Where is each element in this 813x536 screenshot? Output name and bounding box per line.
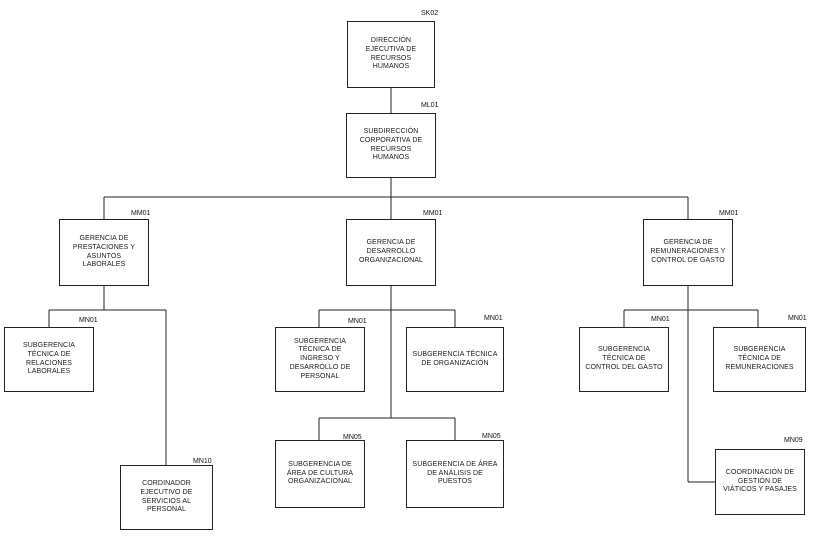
- code-subgerencia-relaciones: MN01: [79, 317, 98, 324]
- box-subgerencia-ingreso: SUBGERENCIA TÉCNICA DE INGRESO Y DESARRO…: [275, 327, 365, 392]
- code-gerencia-desarrollo: MM01: [423, 210, 443, 217]
- box-subgerencia-relaciones: SUBGERENCIA TÉCNICA DE RELACIONES LABORA…: [4, 327, 94, 392]
- box-direccion-ejecutiva: DIRECCIÓN EJECUTIVA DE RECURSOS HUMANOS: [347, 21, 435, 88]
- box-gerencia-prestaciones-title: GERENCIA DE PRESTACIONES Y ASUNTOS LABOR…: [72, 235, 136, 269]
- code-subgerencia-remuneraciones: MN01: [788, 315, 807, 322]
- box-coordinacion-viaticos: COORDINACIÓN DE GESTIÓN DE VIÁTICOS Y PA…: [715, 449, 805, 515]
- box-subgerencia-cultura-title: SUBGERENCIA DE ÁREA DE CULTURA ORGANIZAC…: [286, 460, 354, 486]
- box-coordinacion-viaticos-title: COORDINACIÓN DE GESTIÓN DE VIÁTICOS Y PA…: [723, 468, 797, 494]
- code-subgerencia-organizacion: MN01: [484, 315, 503, 322]
- box-subgerencia-remuneraciones: SUBGERENCIA TÉCNICA DE REMUNERACIONES: [713, 327, 806, 392]
- box-coordinador-ejecutivo-title: CORDINADOR EJECUTIVO DE SERVICIOS AL PER…: [140, 480, 193, 514]
- code-subgerencia-cultura: MN05: [343, 434, 362, 441]
- box-subgerencia-remuneraciones-title: SUBGERENCIA TÉCNICA DE REMUNERACIONES: [725, 346, 794, 371]
- code-subgerencia-control-gasto: MN01: [651, 316, 670, 323]
- code-subdireccion-corporativa: ML01: [421, 102, 439, 109]
- box-subgerencia-organizacion-title: SUBGERENCIA TÉCNICA DE ORGANIZACIÓN: [412, 350, 498, 367]
- box-gerencia-desarrollo-title: GERENCIA DE DESARROLLO ORGANIZACIONAL: [358, 239, 424, 264]
- box-gerencia-remuneraciones-title: GERENCIA DE REMUNERACIONES Y CONTROL DE …: [650, 239, 726, 264]
- box-direccion-ejecutiva-title: DIRECCIÓN EJECUTIVA DE RECURSOS HUMANOS: [365, 37, 417, 71]
- code-direccion-ejecutiva: SK02: [421, 10, 439, 17]
- code-coordinacion-viaticos: MN09: [784, 437, 803, 444]
- box-gerencia-desarrollo: GERENCIA DE DESARROLLO ORGANIZACIONAL: [346, 219, 436, 286]
- box-subgerencia-relaciones-title: SUBGERENCIA TÉCNICA DE RELACIONES LABORA…: [22, 342, 76, 376]
- box-subgerencia-control-gasto-title: SUBGERENCIA TÉCNICA DE CONTROL DEL GASTO: [585, 346, 663, 371]
- box-gerencia-remuneraciones: GERENCIA DE REMUNERACIONES Y CONTROL DE …: [643, 219, 733, 286]
- code-gerencia-remuneraciones: MM01: [719, 210, 739, 217]
- box-subdireccion-corporativa-title: SUBDIRECCIÓN CORPORATIVA DE RECURSOS HUM…: [359, 128, 423, 162]
- code-subgerencia-analisis-puestos: MN05: [482, 433, 501, 440]
- box-coordinador-ejecutivo: CORDINADOR EJECUTIVO DE SERVICIOS AL PER…: [120, 465, 213, 530]
- box-subgerencia-control-gasto: SUBGERENCIA TÉCNICA DE CONTROL DEL GASTO: [579, 327, 669, 392]
- box-subdireccion-corporativa: SUBDIRECCIÓN CORPORATIVA DE RECURSOS HUM…: [346, 113, 436, 178]
- code-subgerencia-ingreso: MN01: [348, 318, 367, 325]
- box-gerencia-prestaciones: GERENCIA DE PRESTACIONES Y ASUNTOS LABOR…: [59, 219, 149, 286]
- box-subgerencia-cultura: SUBGERENCIA DE ÁREA DE CULTURA ORGANIZAC…: [275, 440, 365, 508]
- box-subgerencia-analisis-puestos: SUBGERENCIA DE ÁREA DE ANÁLISIS DE PUEST…: [406, 440, 504, 508]
- box-subgerencia-ingreso-title: SUBGERENCIA TÉCNICA DE INGRESO Y DESARRO…: [289, 337, 351, 380]
- box-subgerencia-organizacion: SUBGERENCIA TÉCNICA DE ORGANIZACIÓN: [406, 327, 504, 392]
- box-subgerencia-analisis-puestos-title: SUBGERENCIA DE ÁREA DE ANÁLISIS DE PUEST…: [412, 460, 498, 486]
- code-gerencia-prestaciones: MM01: [131, 210, 151, 217]
- code-coordinador-ejecutivo: MN10: [193, 458, 212, 465]
